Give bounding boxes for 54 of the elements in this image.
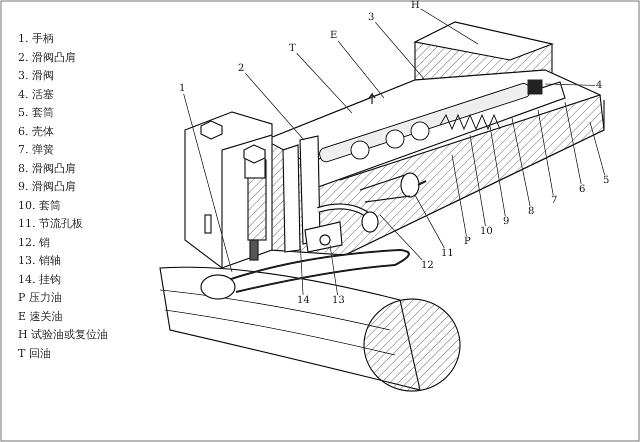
callout-number: 8: [527, 206, 536, 217]
callout-number: 7: [550, 195, 558, 206]
legend-text: H 试验油或复位油: [18, 328, 108, 341]
leader-line: [590, 122, 606, 176]
leader-line: [564, 102, 582, 184]
legend-text: 6. 壳体: [18, 124, 54, 138]
leader-line: [538, 110, 554, 196]
leader-line: [330, 244, 338, 296]
callout-number: H: [410, 0, 421, 11]
leader-line: [452, 154, 467, 236]
leader-line: [490, 126, 506, 216]
legend-text: 5. 套筒: [18, 106, 54, 119]
callout-number: 9: [502, 216, 510, 227]
legend-text: 7. 弹簧: [18, 143, 54, 156]
legend-text: 14. 挂钩: [18, 272, 61, 286]
callout-number: P: [463, 236, 472, 247]
legend-text: 1. 手柄: [18, 32, 54, 45]
legend-text: 2. 滑阀凸肩: [18, 50, 76, 64]
leader-line: [374, 22, 426, 80]
callout-number: 5: [602, 175, 610, 186]
leader-line: [296, 52, 352, 114]
legend-text: 3. 滑阀: [18, 69, 54, 82]
callout-number: T: [288, 43, 297, 54]
legend-text: P 压力油: [18, 291, 62, 304]
legend-text: 4. 活塞: [18, 88, 54, 100]
leader-line: [470, 134, 486, 226]
leader-line: [544, 84, 596, 86]
callout-number: 13: [331, 295, 346, 306]
leader-line: [183, 94, 232, 272]
legend-text: 10. 套筒: [18, 198, 61, 212]
legend-text: 11. 节流孔板: [18, 217, 83, 230]
leader-line: [300, 240, 304, 296]
leader-line: [414, 194, 445, 248]
callout-number: 12: [420, 260, 435, 271]
callout-number: E: [329, 30, 338, 41]
legend-text: 8. 滑阀凸肩: [18, 162, 76, 174]
leader-line: [338, 40, 384, 98]
callout-number: 4: [595, 80, 604, 91]
leader-line: [244, 72, 304, 140]
legend-text: T 回油: [18, 346, 51, 360]
callout-number: 10: [479, 226, 494, 237]
leader-line: [420, 8, 478, 44]
legend-text: 13. 销轴: [18, 254, 61, 267]
leader-line: [512, 118, 530, 206]
callout-number: 3: [367, 12, 376, 23]
callout-number: 1: [178, 83, 186, 94]
callout-number: 11: [440, 248, 455, 259]
legend-text: E 速关油: [18, 310, 63, 322]
callout-number: 14: [296, 295, 311, 306]
callout-number: 6: [578, 184, 586, 195]
leader-line: [380, 214, 423, 260]
callout-number: 2: [237, 63, 246, 74]
legend-text: 12. 销: [18, 236, 50, 248]
legend-text: 9. 滑阀凸肩: [18, 180, 76, 193]
